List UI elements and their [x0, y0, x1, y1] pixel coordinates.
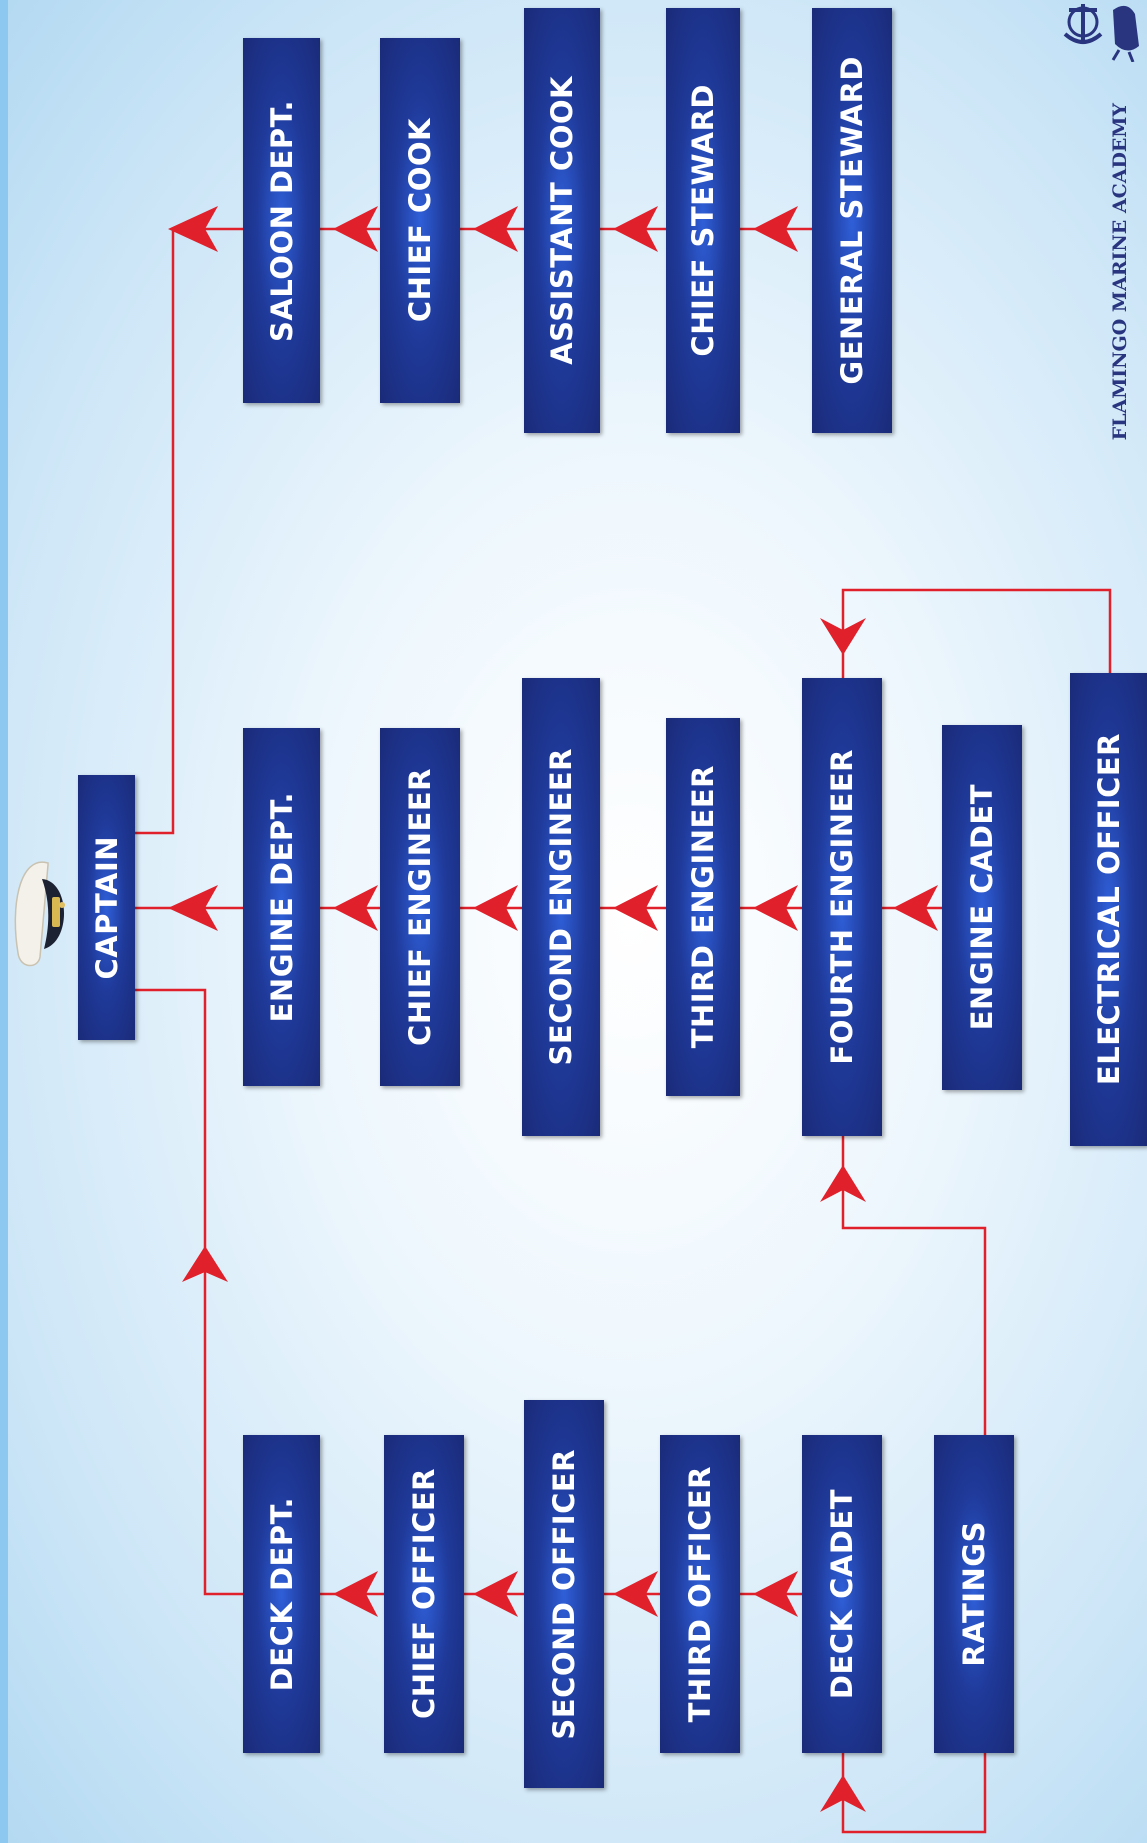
arrowhead — [613, 885, 658, 931]
arrowhead — [820, 618, 866, 655]
arrowhead — [182, 1246, 228, 1282]
arrowhead — [168, 885, 218, 931]
second-engineer-box: SECOND ENGINEER — [522, 678, 600, 1136]
deck-cadet-box: DECK CADET — [802, 1435, 882, 1753]
deck-dept-label: DECK DEPT. — [264, 1496, 299, 1692]
fourth-engineer-box: FOURTH ENGINEER — [802, 678, 882, 1136]
electrical-officer-label: ELECTRICAL OFFICER — [1091, 733, 1126, 1086]
arrowhead — [820, 1165, 866, 1202]
assistant-cook-label: ASSISTANT COOK — [545, 76, 579, 365]
arrowhead — [613, 1571, 658, 1617]
arrowhead — [168, 206, 218, 252]
line-captain-saloon — [135, 227, 243, 835]
deck-cadet-label: DECK CADET — [825, 1488, 859, 1700]
engine-dept-box: ENGINE DEPT. — [243, 728, 320, 1086]
arrowhead — [473, 885, 518, 931]
arrowhead — [333, 1571, 378, 1617]
captain-label: CAPTAIN — [89, 835, 124, 980]
electrical-officer-box: ELECTRICAL OFFICER — [1070, 673, 1147, 1146]
line-deck-captain — [135, 988, 243, 1596]
second-officer-box: SECOND OFFICER — [524, 1400, 604, 1788]
assistant-cook-box: ASSISTANT COOK — [524, 8, 600, 433]
left-edge-strip — [0, 0, 8, 1843]
arrowhead — [473, 1571, 518, 1617]
captain-box: CAPTAIN — [78, 775, 135, 1040]
arrowhead — [333, 885, 378, 931]
arrowhead — [893, 885, 938, 931]
engine-cadet-box: ENGINE CADET — [942, 725, 1022, 1090]
chief-engineer-box: CHIEF ENGINEER — [380, 728, 460, 1086]
deck-dept-box: DECK DEPT. — [243, 1435, 320, 1753]
saloon-dept-box: SALOON DEPT. — [243, 38, 320, 403]
chief-steward-box: CHIEF STEWARD — [666, 8, 740, 433]
chief-cook-label: CHIEF COOK — [403, 118, 437, 323]
ratings-box: RATINGS — [934, 1435, 1014, 1753]
second-officer-label: SECOND OFFICER — [547, 1448, 581, 1740]
ratings-label: RATINGS — [957, 1521, 991, 1667]
saloon-dept-label: SALOON DEPT. — [264, 99, 299, 342]
line-electrical-fourth — [841, 588, 1112, 678]
arrowhead — [613, 206, 658, 252]
line-ratings-deckcadet — [841, 1752, 987, 1834]
arrowhead — [473, 206, 518, 252]
chief-steward-label: CHIEF STEWARD — [686, 84, 720, 357]
arrowhead — [333, 206, 378, 252]
third-engineer-box: THIRD ENGINEER — [666, 718, 740, 1096]
academy-name-text: FLAMINGO MARINE ACADEMY — [1109, 102, 1131, 440]
chief-engineer-label: CHIEF ENGINEER — [403, 768, 437, 1046]
chief-officer-box: CHIEF OFFICER — [384, 1435, 464, 1753]
arrowhead — [753, 885, 798, 931]
third-engineer-label: THIRD ENGINEER — [686, 765, 720, 1049]
general-steward-box: GENERAL STEWARD — [812, 8, 892, 433]
captain-cap-icon — [14, 861, 65, 967]
third-officer-label: THIRD OFFICER — [683, 1465, 717, 1723]
academy-name: FLAMINGO MARINE ACADEMY — [1105, 70, 1135, 440]
engine-dept-label: ENGINE DEPT. — [264, 791, 299, 1023]
general-steward-label: GENERAL STEWARD — [835, 56, 869, 385]
chief-cook-box: CHIEF COOK — [380, 38, 460, 403]
chief-officer-label: CHIEF OFFICER — [407, 1468, 441, 1720]
fourth-engineer-label: FOURTH ENGINEER — [825, 749, 859, 1065]
second-engineer-label: SECOND ENGINEER — [544, 748, 578, 1066]
academy-logo-icon — [1063, 4, 1139, 62]
arrowhead — [820, 1775, 866, 1812]
arrowhead — [753, 1571, 798, 1617]
third-officer-box: THIRD OFFICER — [660, 1435, 740, 1753]
arrowhead — [753, 206, 798, 252]
engine-cadet-label: ENGINE CADET — [965, 784, 999, 1031]
line-ratings-fourth — [841, 1136, 987, 1435]
